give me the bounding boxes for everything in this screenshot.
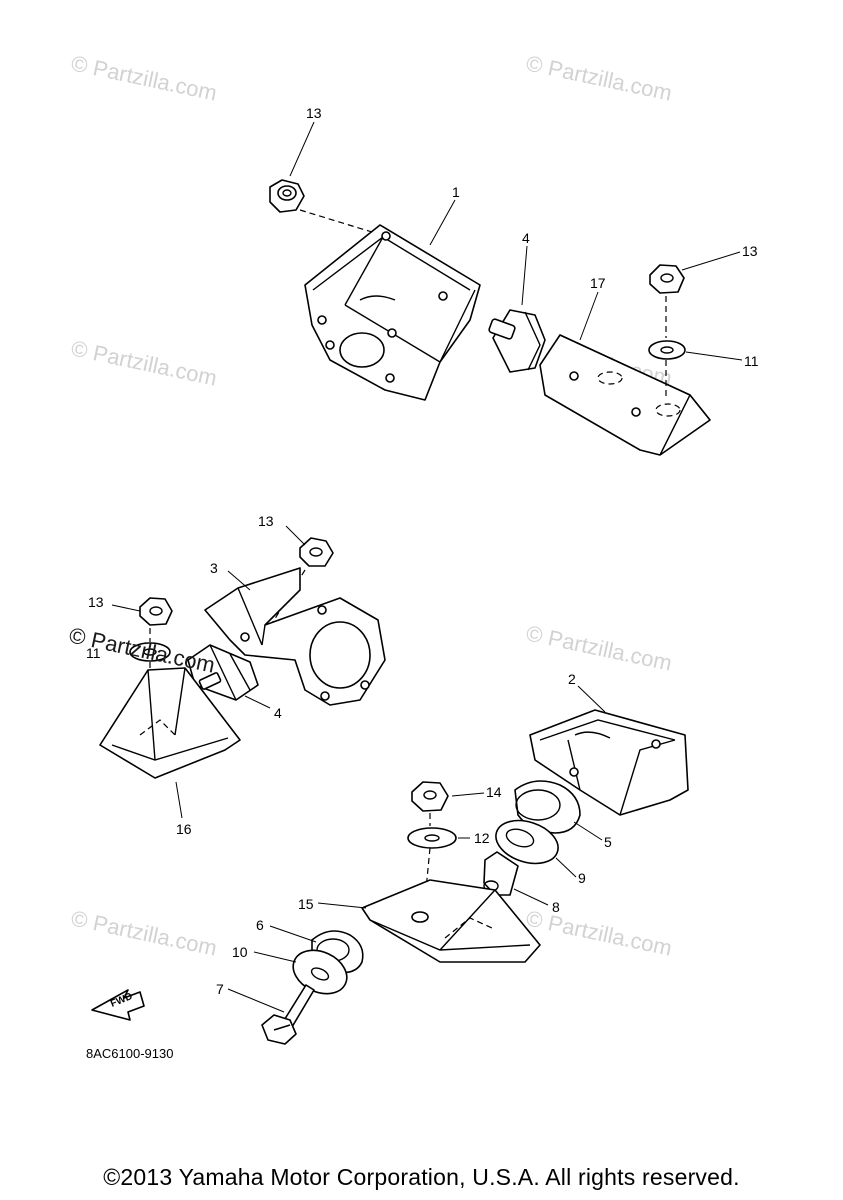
- callout-11: 11: [744, 353, 759, 369]
- bracket-16: [99, 667, 241, 779]
- damper-4-top: [488, 309, 546, 373]
- watermark: © Partzilla.com: [69, 335, 219, 390]
- bracket-2: [529, 709, 689, 816]
- callout-11: 11: [86, 645, 101, 661]
- callout-5: 5: [604, 834, 612, 850]
- bracket-3: [204, 567, 386, 706]
- nut-13-mid: [299, 537, 334, 567]
- fwd-arrow-icon: FWD: [91, 989, 145, 1021]
- watermark: © Partzilla.com: [524, 620, 674, 675]
- exploded-parts-diagram: © Partzilla.com © Partzilla.com © Partzi…: [67, 50, 759, 1045]
- callout-9: 9: [578, 870, 586, 886]
- callout-14: 14: [486, 784, 502, 800]
- callout-16: 16: [176, 821, 192, 837]
- callout-4: 4: [274, 705, 282, 721]
- nut-14: [411, 781, 449, 812]
- callout-15: 15: [298, 896, 314, 912]
- watermark: © Partzilla.com: [524, 50, 674, 105]
- diagram-code: 8AC6100-9130: [86, 1046, 174, 1061]
- bracket-1: [304, 224, 481, 401]
- washer-11-mid: [129, 642, 171, 662]
- callout-2: 2: [568, 671, 576, 687]
- callout-6: 6: [256, 917, 264, 933]
- watermark-layer: © Partzilla.com © Partzilla.com © Partzi…: [69, 50, 674, 960]
- callout-1: 1: [452, 184, 460, 200]
- callout-13: 13: [306, 105, 322, 121]
- callout-17: 17: [590, 275, 606, 291]
- callout-13: 13: [742, 243, 758, 259]
- watermark: © Partzilla.com: [524, 905, 674, 960]
- callout-3: 3: [210, 560, 218, 576]
- copyright-notice: ©2013 Yamaha Motor Corporation, U.S.A. A…: [103, 1164, 740, 1190]
- collar-8: [483, 851, 519, 896]
- callout-13: 13: [258, 513, 274, 529]
- bolt-7: [261, 984, 315, 1045]
- washer-9: [495, 819, 559, 865]
- watermark: © Partzilla.com: [69, 905, 219, 960]
- nut-13-top: [269, 179, 305, 213]
- bracket-15: [361, 879, 541, 963]
- callout-8: 8: [552, 899, 560, 915]
- callout-12: 12: [474, 830, 490, 846]
- washer-12: [407, 827, 457, 849]
- washer-11-top: [648, 340, 686, 360]
- nut-13-right: [649, 264, 685, 294]
- bracket-17: [539, 334, 711, 456]
- callout-7: 7: [216, 981, 224, 997]
- callout-4: 4: [522, 230, 530, 246]
- callout-10: 10: [232, 944, 248, 960]
- damper-4-mid: [187, 644, 259, 701]
- watermark: © Partzilla.com: [69, 50, 219, 105]
- nut-13-left: [139, 597, 173, 626]
- callout-13: 13: [88, 594, 104, 610]
